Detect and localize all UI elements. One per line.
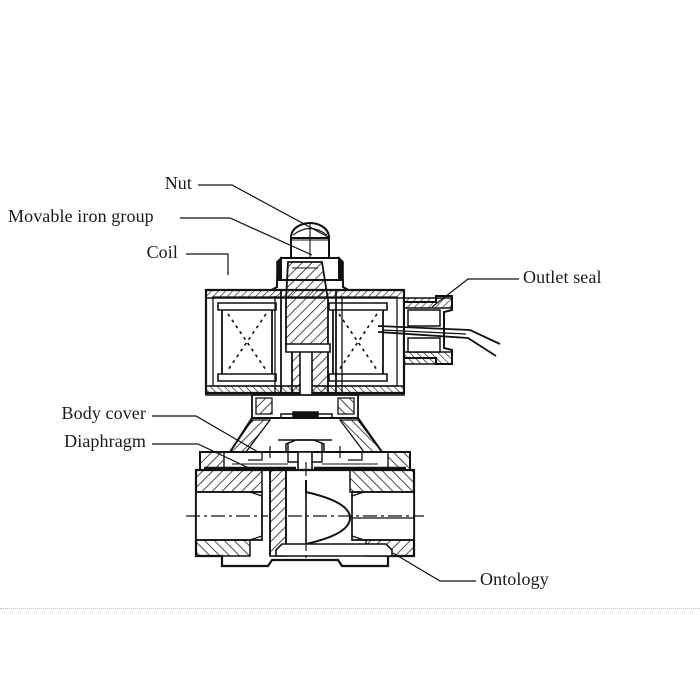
label-diaphragm: Diaphragm — [64, 432, 146, 451]
label-diaphragm-text: Diaphragm — [64, 431, 146, 451]
page-separator-rule — [0, 608, 700, 609]
label-nut: Nut — [165, 174, 192, 193]
outlet-seal-assembly — [377, 295, 501, 365]
core-guide-tube — [274, 290, 343, 400]
label-ontology-text: Ontology — [480, 569, 549, 589]
valve-body — [194, 468, 416, 568]
label-movable-iron-group-text: Movable iron group — [8, 206, 154, 226]
coil-windings — [217, 302, 388, 382]
leader-coil — [186, 253, 229, 275]
label-outlet-seal-text: Outlet seal — [523, 267, 602, 287]
label-ontology: Ontology — [480, 570, 549, 589]
leader-ontology — [392, 552, 476, 582]
label-body-cover: Body cover — [62, 404, 146, 423]
label-coil: Coil — [147, 243, 178, 262]
leader-outlet-seal — [431, 278, 519, 308]
drawing-geometry — [152, 184, 519, 582]
movable-iron-core — [285, 261, 331, 411]
body-cover — [199, 394, 411, 471]
label-nut-text: Nut — [164, 173, 192, 193]
label-movable-iron-group: Movable iron group — [8, 207, 154, 226]
pilot-valve-detail — [248, 439, 363, 471]
centerlines — [186, 462, 424, 560]
label-body-cover-text: Body cover — [61, 403, 146, 423]
leader-nut — [198, 184, 331, 239]
leader-diaphragm — [152, 443, 254, 471]
leader-body-cover — [152, 415, 259, 453]
label-outlet-seal: Outlet seal — [523, 268, 602, 287]
leader-lines — [152, 184, 519, 582]
label-coil-text: Coil — [146, 242, 178, 262]
leader-movable-iron-group — [180, 217, 313, 256]
